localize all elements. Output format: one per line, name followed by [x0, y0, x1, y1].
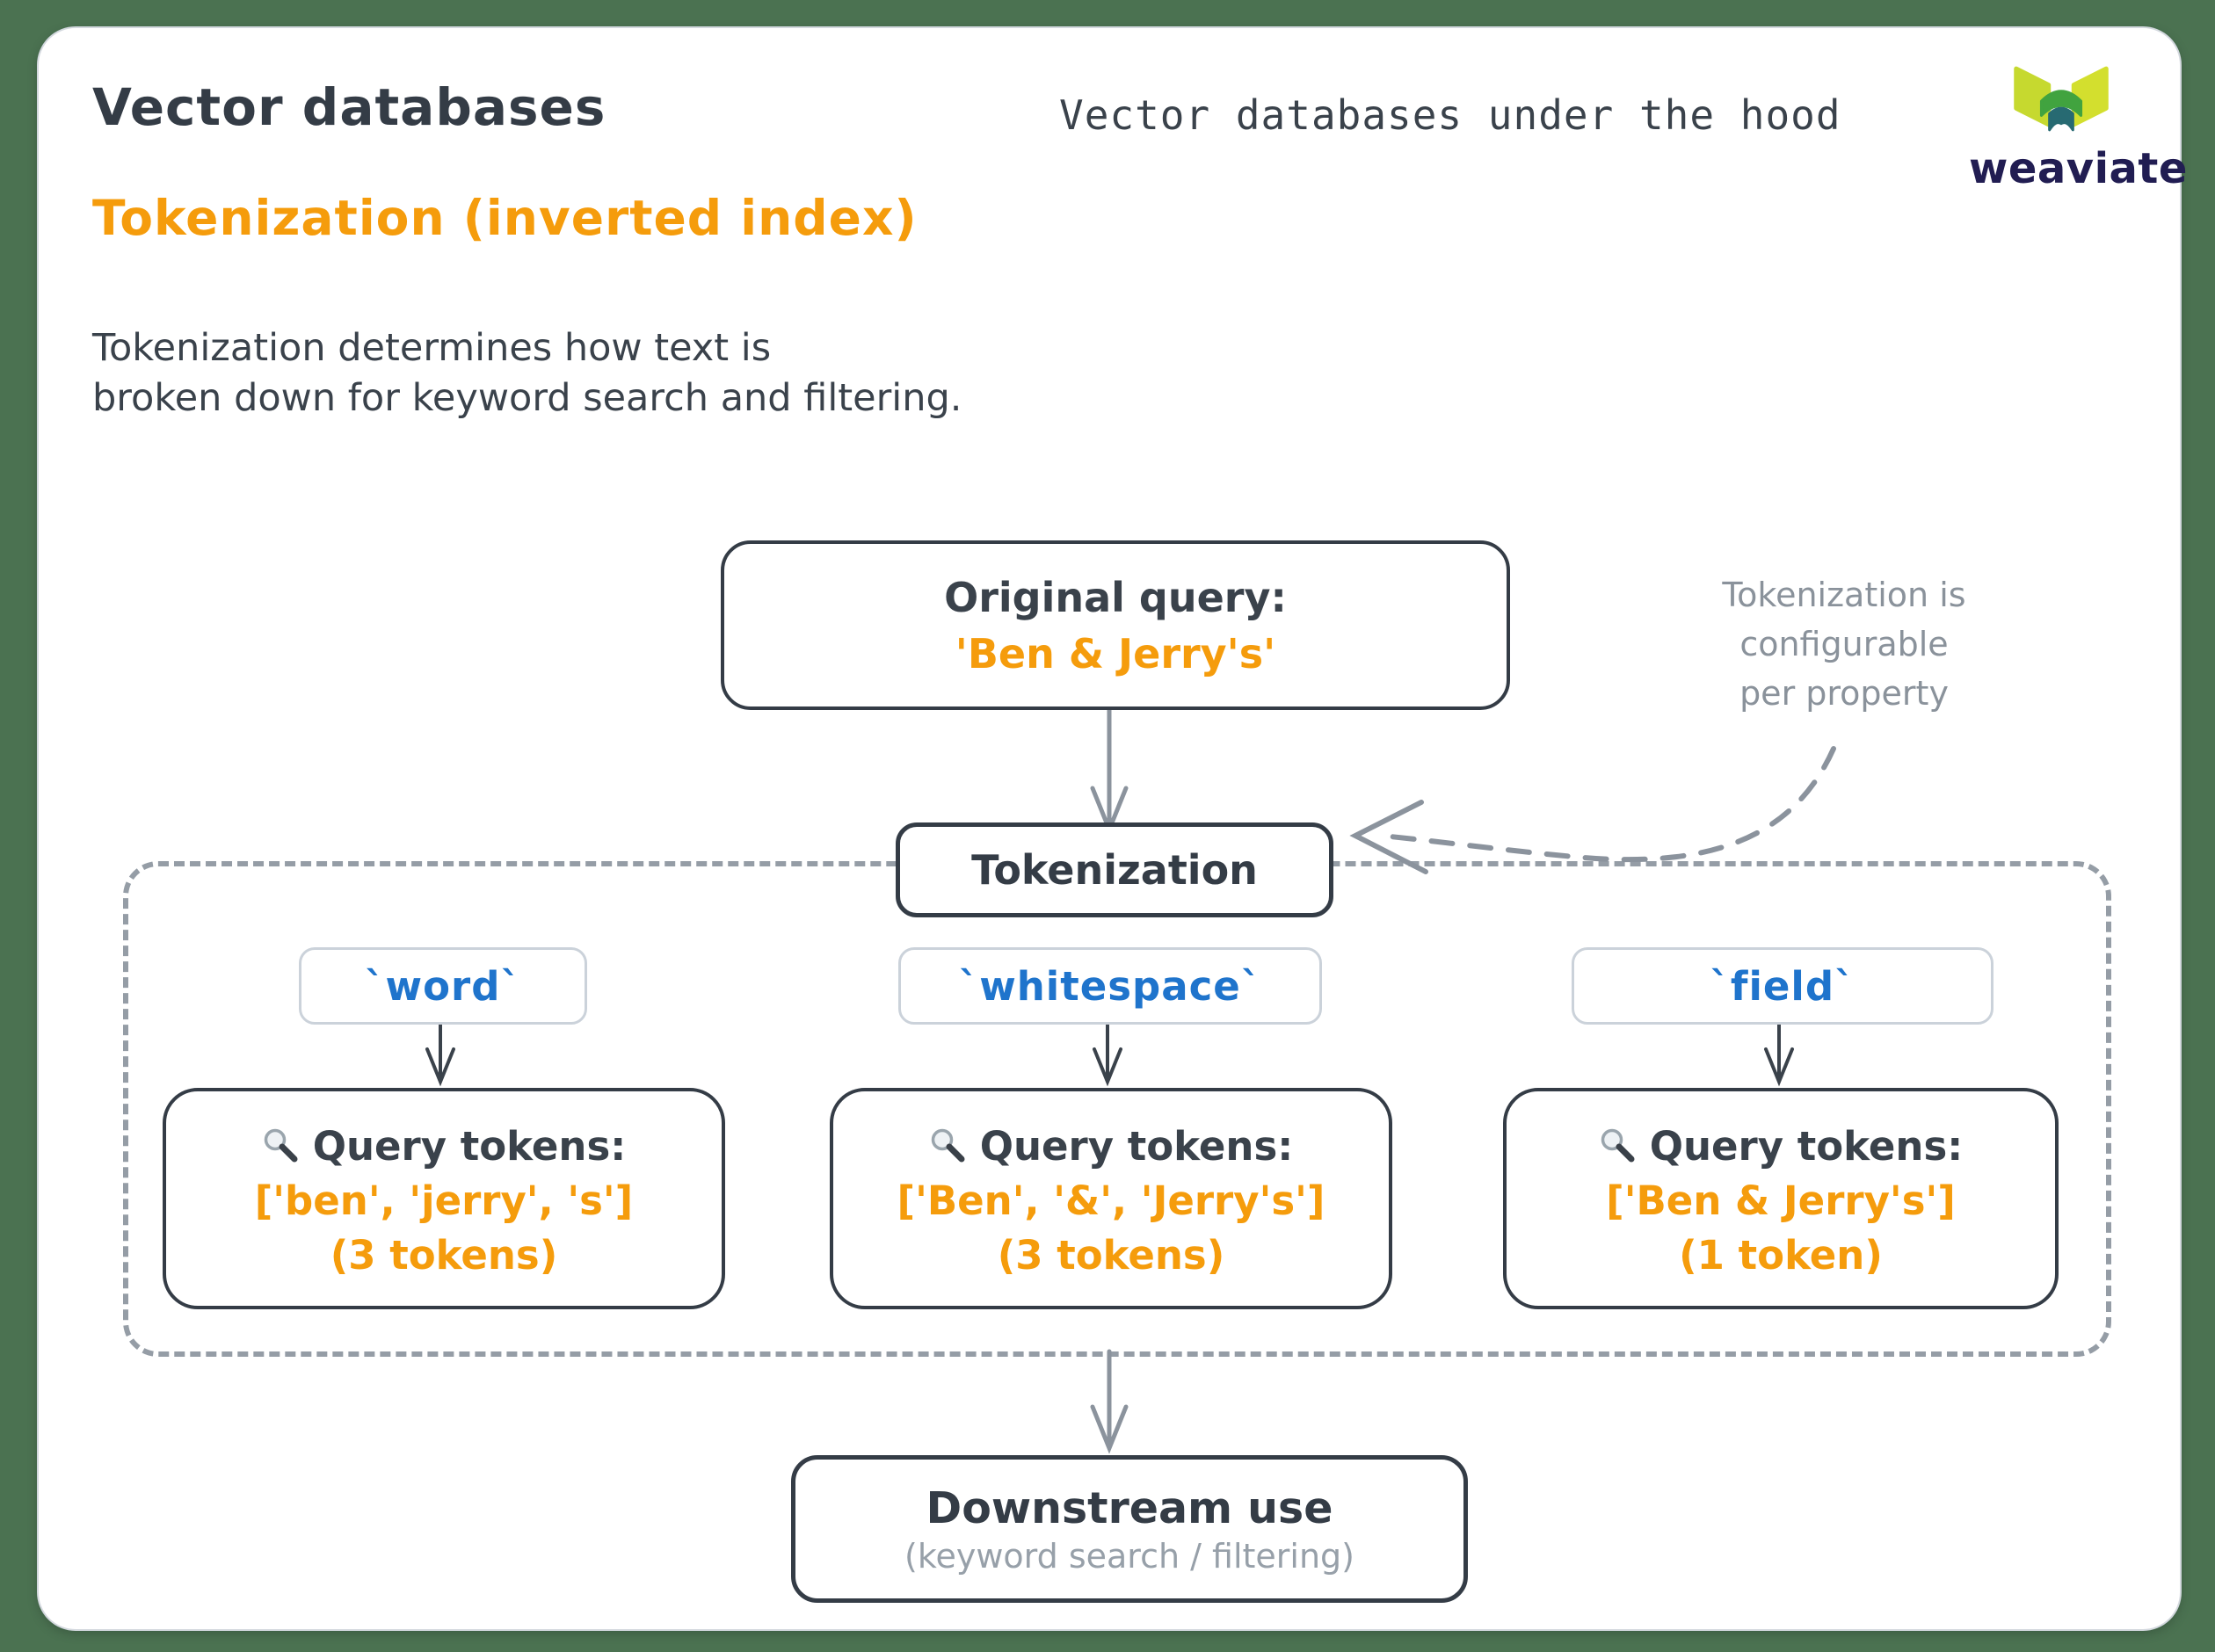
tokenizer-pill-field: `field` [1572, 947, 1994, 1025]
note-line-1: Tokenization is [1722, 576, 1966, 614]
query-tokens-box-field: Query tokens: ['Ben & Jerry's'] (1 token… [1503, 1088, 2059, 1309]
note-line-2: configurable [1739, 624, 1949, 663]
downstream-subtitle: (keyword search / filtering) [904, 1536, 1354, 1576]
weaviate-logo: weaviate [1969, 62, 2188, 193]
query-tokens-box-whitespace: Query tokens: ['Ben', '&', 'Jerry's'] (3… [830, 1088, 1392, 1309]
query-tokens-count: (3 tokens) [330, 1231, 558, 1279]
original-query-box: Original query: 'Ben & Jerry's' [721, 540, 1510, 710]
query-tokens-label: Query tokens: [1649, 1122, 1964, 1170]
note-tokenization-configurable: Tokenization is configurable per propert… [1659, 571, 2029, 719]
description-line-1: Tokenization determines how text is [92, 326, 772, 370]
weaviate-wordmark: weaviate [1969, 144, 2188, 193]
magnifier-icon [1601, 1128, 1635, 1163]
page-title: Vector databases [92, 77, 606, 137]
section-title: Tokenization (inverted index) [92, 190, 918, 246]
tokenizer-pill-word: `word` [299, 947, 587, 1025]
query-tokens-box-word: Query tokens: ['ben', 'jerry', 's'] (3 t… [163, 1088, 725, 1309]
tokenizer-pill-word-label: `word` [365, 962, 521, 1010]
magnifier-icon [931, 1128, 965, 1163]
query-tokens-value: ['Ben & Jerry's'] [1606, 1177, 1956, 1224]
query-tokens-value: ['Ben', '&', 'Jerry's'] [897, 1177, 1325, 1224]
description-line-2: broken down for keyword search and filte… [92, 375, 962, 420]
original-query-value: 'Ben & Jerry's' [955, 629, 1276, 677]
tokenizer-pill-whitespace: `whitespace` [898, 947, 1322, 1025]
query-tokens-value: ['ben', 'jerry', 's'] [254, 1177, 634, 1224]
downstream-title: Downstream use [926, 1482, 1333, 1533]
tokenizer-pill-whitespace-label: `whitespace` [958, 962, 1262, 1010]
tokenization-box: Tokenization [896, 822, 1333, 917]
description: Tokenization determines how text is brok… [92, 323, 962, 424]
magnifier-icon [264, 1128, 298, 1163]
original-query-label: Original query: [944, 573, 1287, 621]
header-subtitle: Vector databases under the hood [1059, 91, 1841, 139]
query-tokens-count: (3 tokens) [997, 1231, 1225, 1279]
note-line-3: per property [1739, 673, 1949, 713]
downstream-use-box: Downstream use (keyword search / filteri… [791, 1455, 1468, 1603]
query-tokens-label: Query tokens: [312, 1122, 627, 1170]
query-tokens-label: Query tokens: [979, 1122, 1294, 1170]
query-tokens-count: (1 token) [1679, 1231, 1883, 1279]
weaviate-logo-icon [2014, 66, 2109, 132]
tokenizer-pill-field-label: `field` [1710, 962, 1856, 1010]
tokenization-label: Tokenization [971, 846, 1258, 894]
